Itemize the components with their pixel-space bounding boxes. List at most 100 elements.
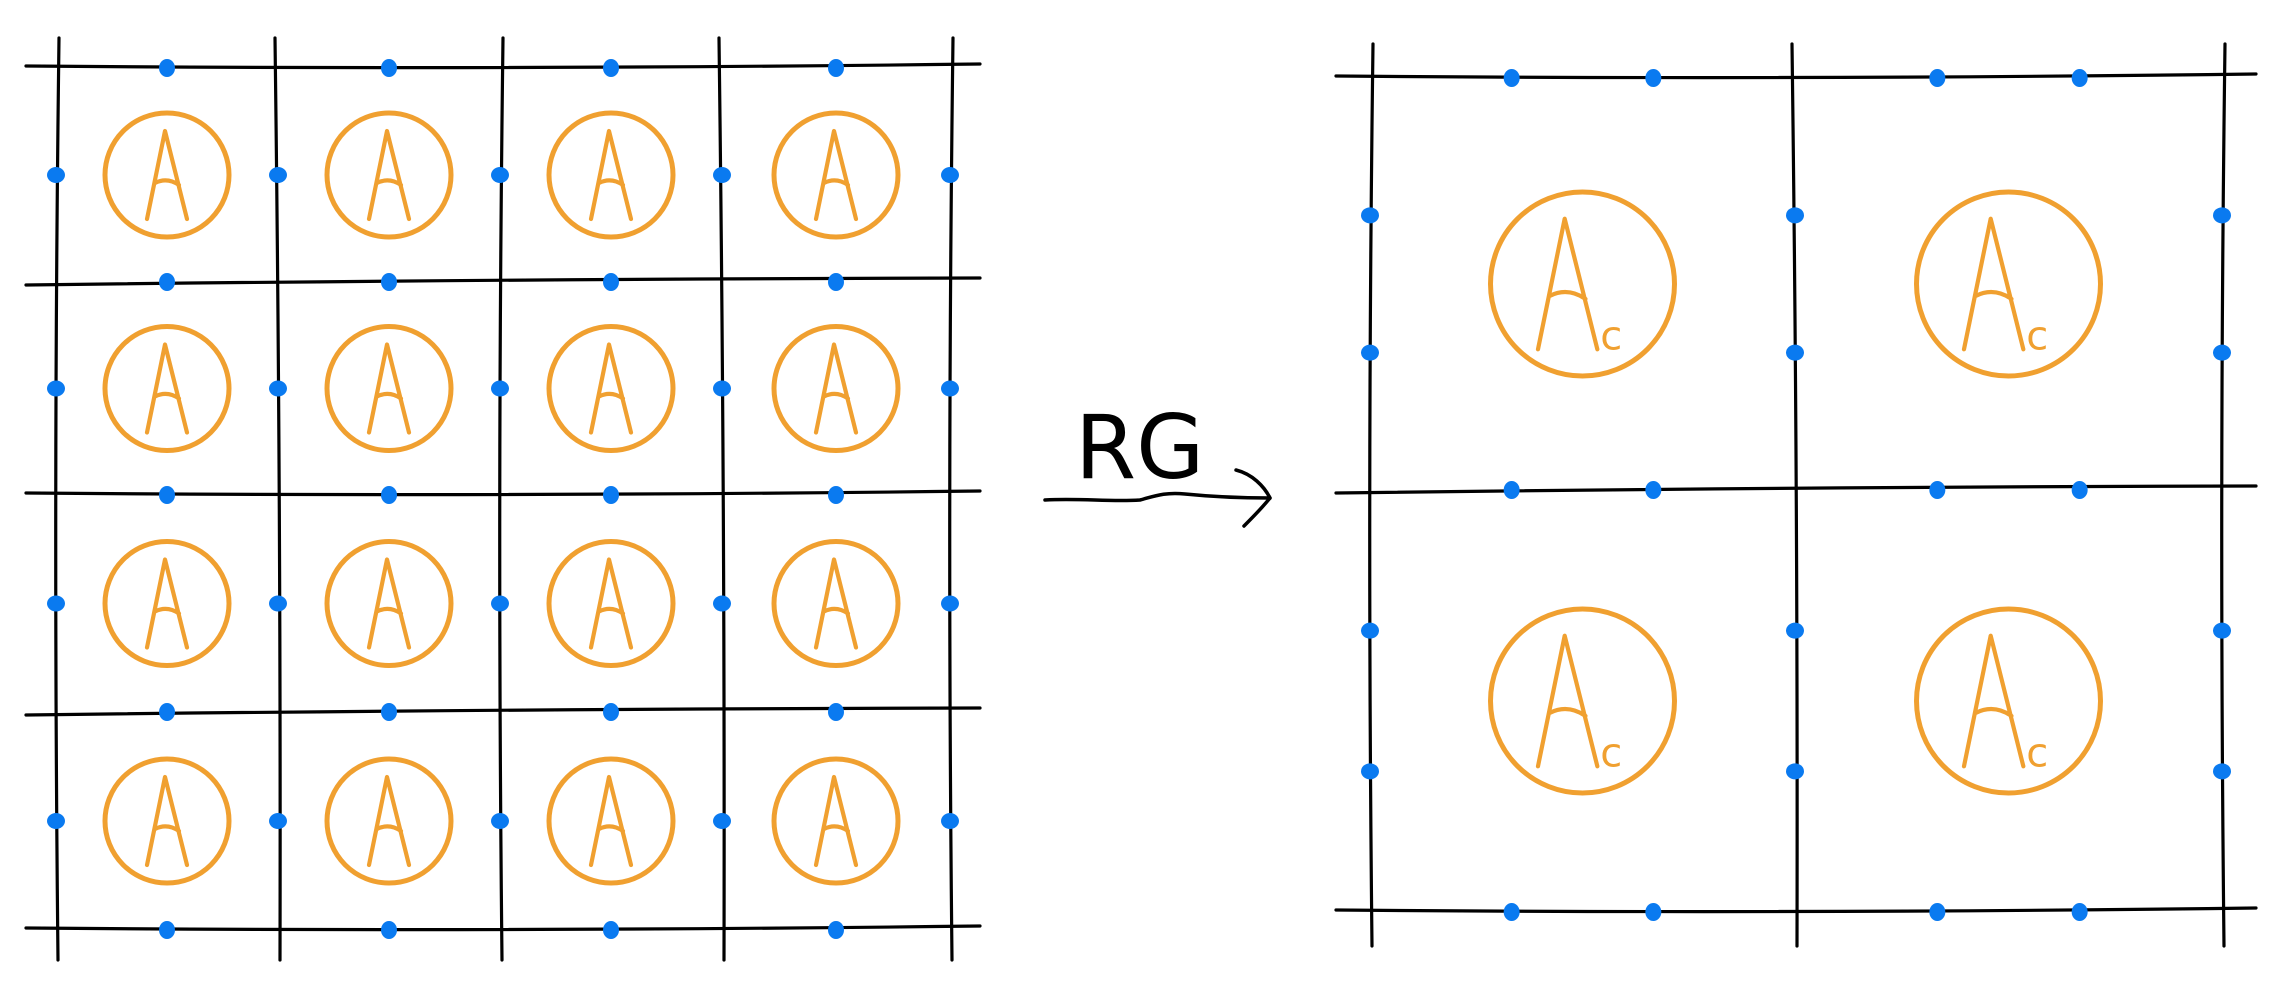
coarse-site-circle: [1488, 189, 1677, 379]
coarse-bond-dot: [1645, 903, 1662, 921]
fine-bond-dot: [828, 273, 844, 291]
fine-site-circle: [102, 756, 232, 886]
fine-site-circle: [546, 324, 676, 453]
coarse-grid-lines: [1334, 42, 2258, 948]
coarse-site-label: A: [1568, 699, 1569, 702]
fine-site-circle: [771, 324, 901, 453]
fine-site: A: [324, 539, 454, 668]
fine-site-circle: [102, 539, 232, 668]
fine-site-glyph: [813, 342, 859, 435]
coarse-site: Ac: [1488, 606, 1677, 796]
fine-site-label: A: [836, 387, 837, 390]
fine-bond-dot: [828, 921, 844, 939]
coarse-bond-dot: [2071, 903, 2088, 921]
fine-site-glyph: [366, 342, 412, 435]
fine-bond-dot: [603, 921, 619, 939]
fine-bond-dot: [381, 486, 397, 504]
coarse-vertical-line: [1790, 42, 1799, 948]
coarse-bond-dot: [1645, 69, 1662, 87]
fine-site-circle: [771, 756, 901, 886]
fine-site-glyph: [588, 557, 634, 650]
fine-site: A: [771, 539, 901, 668]
fine-bond-dots: [47, 59, 959, 939]
fine-site: A: [102, 756, 232, 886]
fine-bond-dot: [491, 167, 509, 183]
fine-site: A: [324, 110, 454, 240]
coarse-bond-dots: [1361, 69, 2231, 921]
fine-site-circle: [324, 539, 454, 668]
fine-bond-dot: [828, 486, 844, 504]
fine-site: A: [102, 539, 232, 668]
fine-site-glyph: [144, 342, 190, 435]
fine-bond-dot: [491, 595, 509, 612]
coarse-bond-dot: [1786, 207, 1804, 224]
fine-bond-dot: [941, 595, 959, 612]
fine-bond-dot: [269, 167, 287, 183]
fine-site-label: A: [611, 602, 612, 605]
fine-site-label: A: [389, 602, 390, 605]
coarse-site: Ac: [1914, 606, 2103, 796]
coarse-site-glyph: [1535, 633, 1600, 769]
coarse-site-subscript: c: [1600, 313, 1622, 359]
fine-site-glyph: [144, 128, 190, 222]
coarse-bond-dot: [2071, 69, 2088, 87]
fine-site-label: A: [611, 173, 612, 176]
fine-bond-dot: [941, 813, 959, 829]
coarse-bond-dot: [1929, 903, 1946, 921]
coarse-bond-dot: [1503, 903, 1520, 921]
fine-bond-dot: [603, 273, 619, 291]
coarse-site-circle: [1914, 606, 2103, 796]
coarse-site-subscript: c: [2026, 313, 2048, 359]
coarse-site-label: A: [1568, 282, 1569, 285]
coarse-bond-dot: [2213, 207, 2231, 224]
fine-site-circle: [324, 110, 454, 240]
fine-bond-dot: [47, 813, 65, 829]
fine-site-circle: [324, 324, 454, 453]
fine-bond-dot: [713, 595, 731, 612]
fine-site: A: [771, 756, 901, 886]
fine-bond-dot: [713, 813, 731, 829]
fine-site-label: A: [389, 173, 390, 176]
coarse-bond-dot: [2213, 763, 2231, 780]
coarse-site-circle: [1488, 606, 1677, 796]
fine-site-circle: [324, 756, 454, 886]
fine-site-glyph: [813, 774, 859, 868]
fine-site-circle: [546, 539, 676, 668]
coarse-site-glyph: [1961, 633, 2026, 769]
fine-bond-dot: [159, 59, 175, 77]
coarse-bond-dot: [1786, 344, 1804, 361]
coarse-bond-dot: [1786, 622, 1804, 639]
fine-bond-dot: [381, 703, 397, 721]
coarse-bond-dot: [1361, 763, 1379, 780]
fine-bond-dot: [269, 813, 287, 829]
rg-arrow-label: RG: [1075, 396, 1204, 499]
fine-site: A: [102, 110, 232, 240]
fine-site-label: A: [389, 819, 390, 822]
coarse-vertical-line: [2220, 42, 2227, 948]
fine-site-glyph: [366, 774, 412, 868]
fine-site-label: A: [167, 819, 168, 822]
rg-arrow-shaft: [1043, 491, 1272, 503]
fine-site-label: A: [611, 387, 612, 390]
fine-site: A: [546, 756, 676, 886]
fine-site-glyph: [366, 557, 412, 650]
fine-site-circle: [546, 110, 676, 240]
coarse-bond-dot: [1361, 207, 1379, 224]
fine-site-label: A: [836, 173, 837, 176]
fine-bond-dot: [603, 59, 619, 77]
fine-bond-dot: [47, 167, 65, 183]
fine-bond-dot: [713, 167, 731, 183]
fine-site-glyph: [366, 128, 412, 222]
fine-site-glyph: [813, 128, 859, 222]
fine-bond-dot: [828, 59, 844, 77]
fine-site-glyph: [588, 774, 634, 868]
fine-bond-dot: [381, 921, 397, 939]
fine-site: A: [546, 324, 676, 453]
fine-site: A: [102, 324, 232, 453]
fine-site-label: A: [836, 602, 837, 605]
coarse-site-glyph: [1961, 216, 2026, 352]
coarse-vertical-line: [1368, 42, 1375, 948]
coarse-site: Ac: [1488, 189, 1677, 379]
coarse-bond-dot: [1929, 69, 1946, 87]
